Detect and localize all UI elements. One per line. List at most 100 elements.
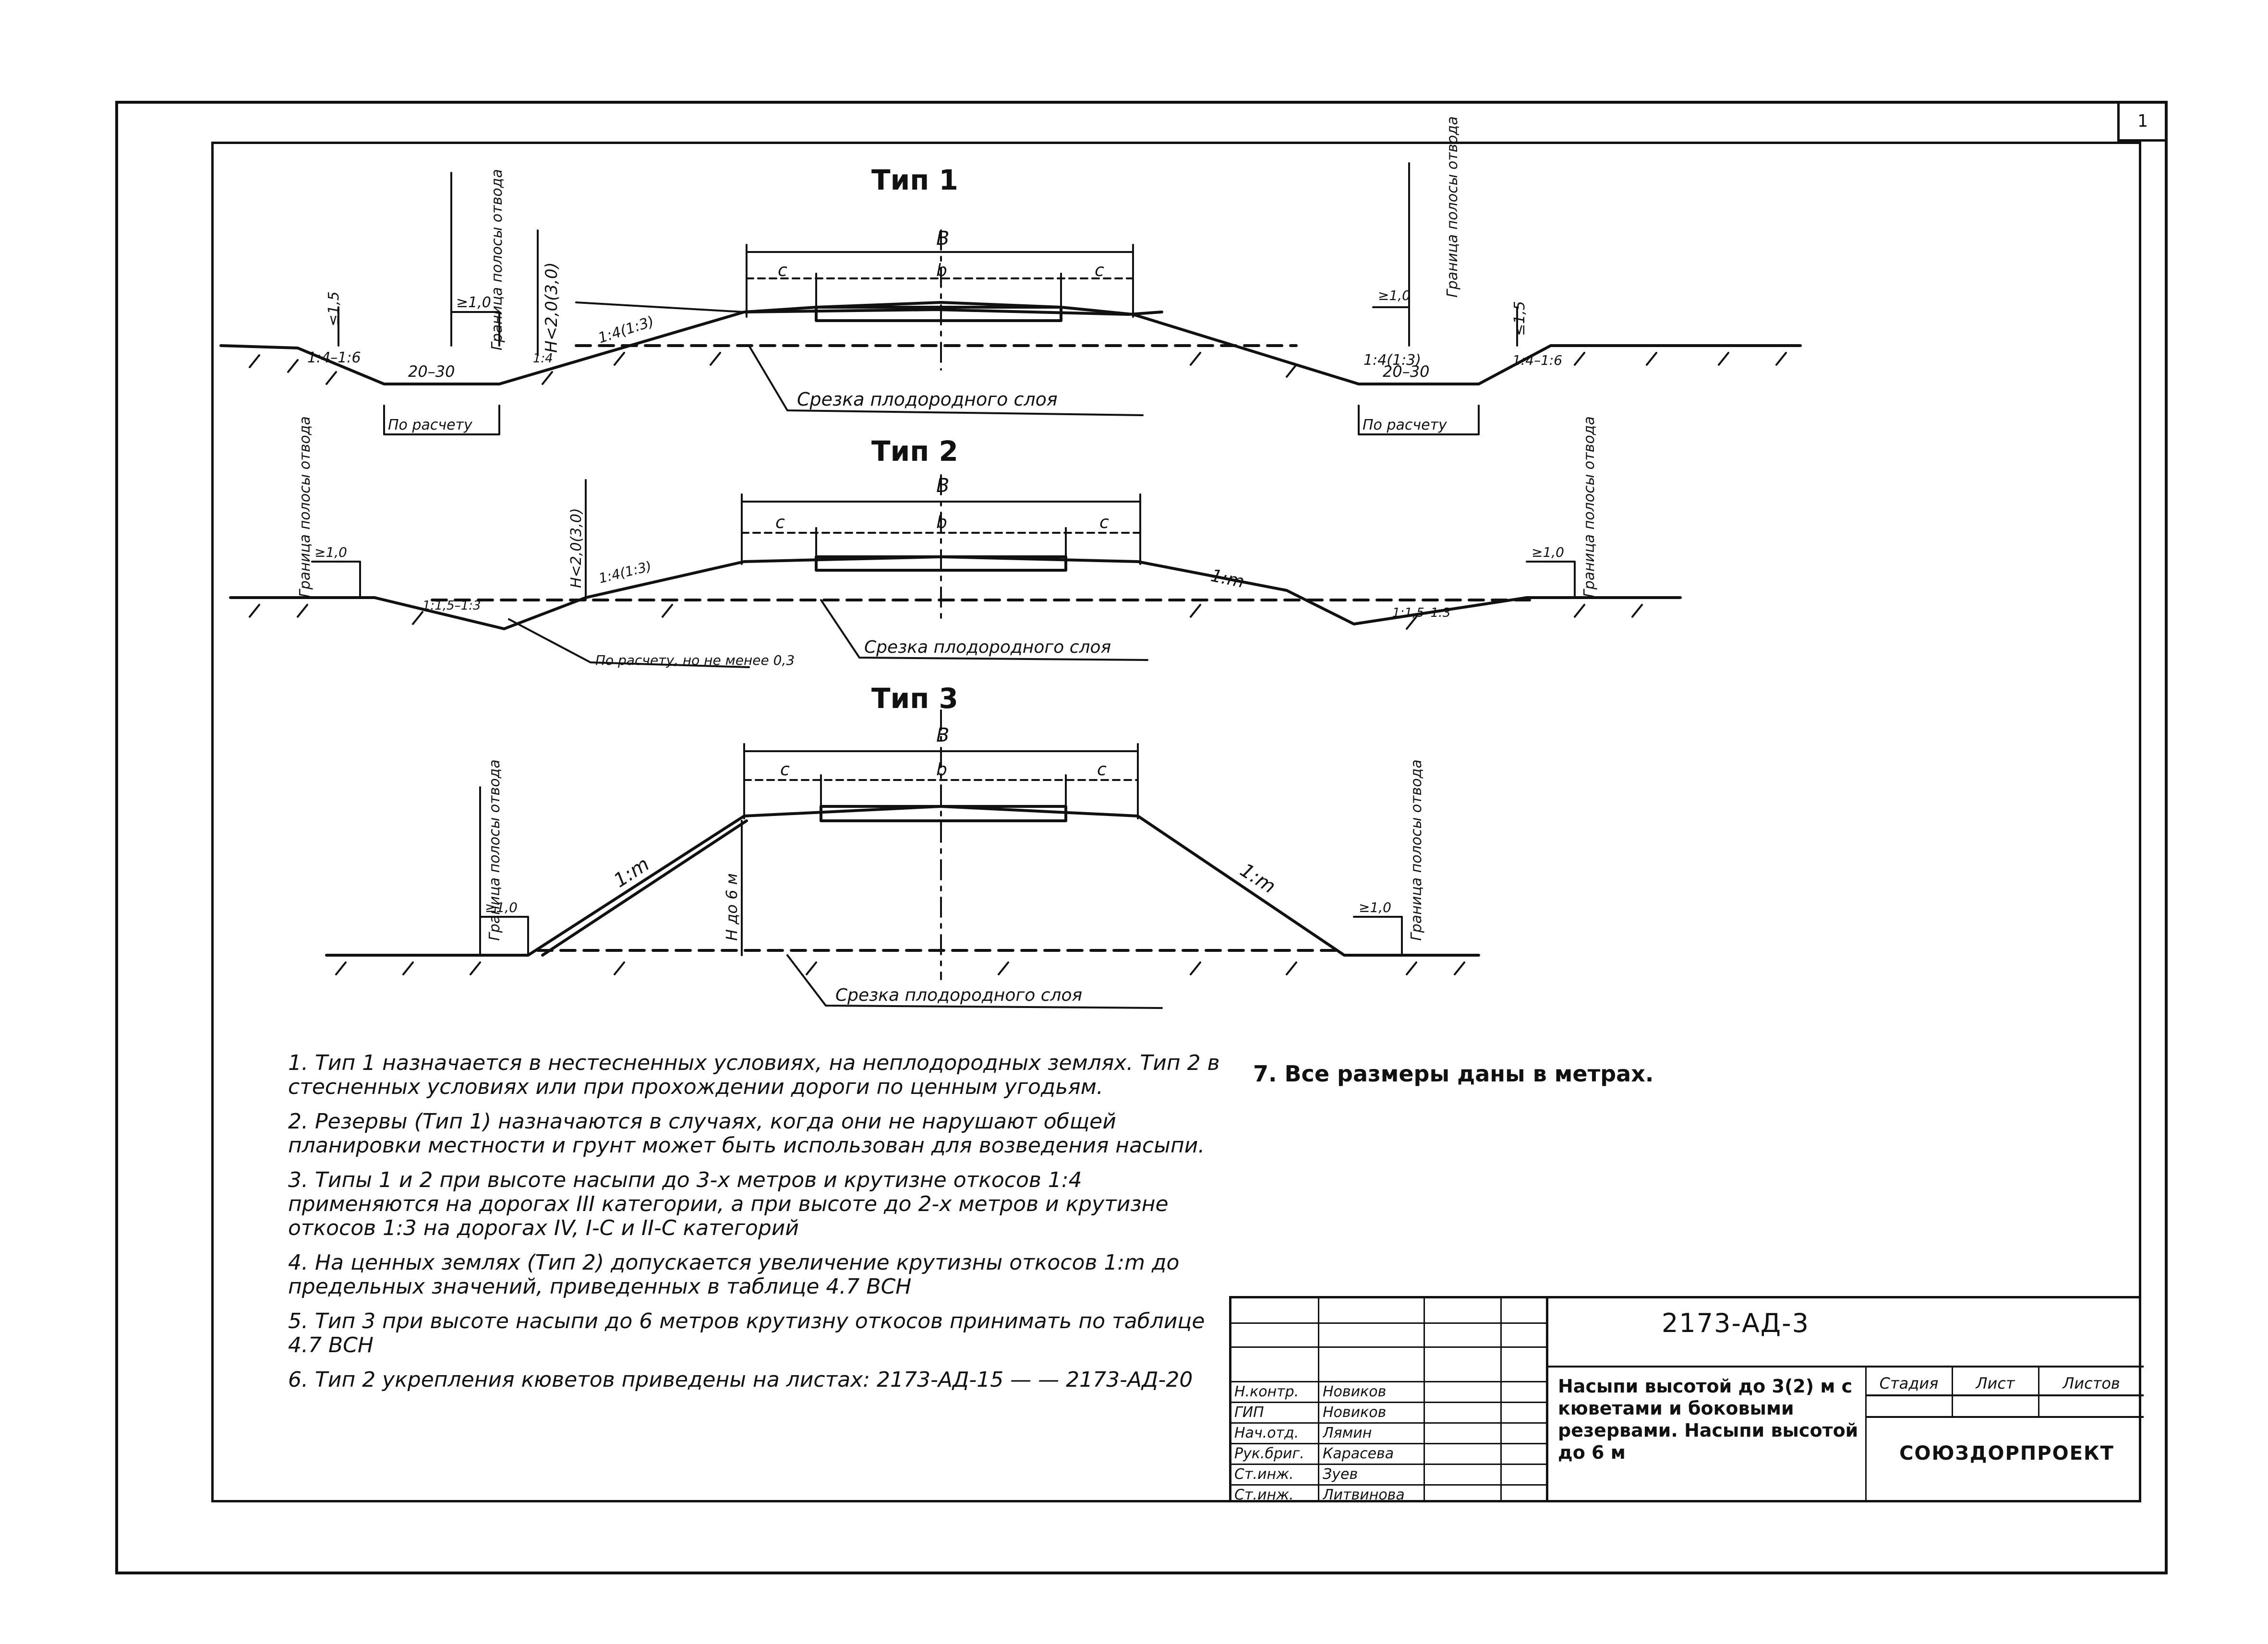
strip-label-2r: Граница полосы отвода [1581, 416, 1598, 598]
title-block: Н.контр. Новиков ГИП Новиков Нач.отд. Ля… [1229, 1296, 2144, 1503]
strip-marker [450, 311, 500, 347]
sig-name: Лямин [1323, 1425, 1372, 1441]
slope-1-5-1-3: 1:1,5–1:3 [422, 599, 481, 613]
by-calc-box [383, 405, 500, 435]
dim-c-left: с [778, 261, 787, 280]
strip-label-3l: Граница полосы отвода [486, 759, 503, 941]
ground-hatching [249, 352, 1787, 385]
dim-c-right: с [1095, 261, 1104, 280]
strip-label-3r: Граница полосы отвода [1408, 759, 1425, 941]
slope-1-m-2: 1:m [1209, 566, 1246, 592]
topsoil-leader [748, 345, 1144, 416]
type-2-title: Тип 2 [871, 435, 958, 468]
dim-b: b [936, 261, 947, 280]
range-20-30-right: 20–30 [1383, 362, 1429, 381]
sig-role: Нач.отд. [1234, 1425, 1299, 1441]
sig-name: Новиков [1323, 1404, 1387, 1421]
drawing-frame [211, 142, 2141, 1502]
ground-line [229, 555, 1682, 630]
ge-1-label-3r: ≥1,0 [1359, 900, 1391, 915]
note-2: 2. Резервы (Тип 1) назначаются в случаях… [288, 1109, 1205, 1158]
dim-b-2: b [936, 513, 947, 532]
sig-role: Ст.инж. [1234, 1487, 1294, 1503]
strip-marker [311, 561, 361, 599]
strip-marker [1526, 561, 1576, 599]
notes-block: 1. Тип 1 назначается в нестесненных усло… [288, 1051, 1224, 1403]
section-type-1 [219, 162, 1802, 435]
dim-b-3: b [936, 760, 947, 780]
topsoil-label-2: Срезка плодородного слоя [864, 637, 1111, 657]
outer-frame [115, 101, 2168, 1574]
sheet-header: Лист [1976, 1374, 2015, 1392]
note-3: 3. Типы 1 и 2 при высоте насыпи до 3-х м… [288, 1168, 1169, 1240]
dim-B-2: В [936, 475, 949, 497]
signature-row: Ст.инж. Литвинова [1231, 1484, 1546, 1505]
strip-marker [479, 916, 529, 956]
by-calc-box [1358, 405, 1480, 435]
ground-hatching [335, 961, 1465, 975]
by-calc-leader [508, 618, 750, 668]
sig-role: Ст.инж. [1234, 1466, 1294, 1483]
by-calc-min: По расчету, но не менее 0,3 [595, 652, 795, 668]
sig-blank-row [1231, 1346, 1546, 1367]
signature-row: Нач.отд. Лямин [1231, 1422, 1546, 1443]
signature-row: ГИП Новиков [1231, 1402, 1546, 1422]
pavement-layer [815, 306, 1062, 322]
slope-1-4: 1:4 [533, 351, 553, 366]
document-title: Насыпи высотой до 3(2) м с кюветами и бо… [1558, 1376, 1858, 1463]
sig-blank-row [1231, 1322, 1546, 1343]
note-7: 7. Все размеры даны в метрах. [1253, 1061, 1654, 1087]
by-calc-right: По расчету [1363, 417, 1448, 433]
signature-table: Н.контр. Новиков ГИП Новиков Нач.отд. Ля… [1231, 1298, 1548, 1503]
organization-name: СОЮЗДОРПРОЕКТ [1899, 1442, 2114, 1464]
strip-label-right: Граница полосы отвода [1444, 116, 1461, 298]
sig-name: Литвинова [1323, 1487, 1405, 1503]
sig-role: Рук.бриг. [1234, 1445, 1304, 1462]
sig-name: Новиков [1323, 1383, 1387, 1400]
slope-1-4-1-3-2: 1:4(1:3) [597, 558, 653, 587]
note-4: 4. На ценных землях (Тип 2) допускается … [288, 1250, 1180, 1299]
embankment-surface [743, 301, 1802, 385]
sig-name: Зуев [1323, 1466, 1358, 1483]
document-code: 2173-АД-3 [1662, 1308, 1810, 1338]
dim-c-right-3: с [1097, 760, 1107, 780]
embankment-slope-outline [541, 819, 748, 957]
dim-c-right-2: с [1099, 513, 1109, 532]
strip-marker [1353, 916, 1403, 956]
sheet-number: 1 [2117, 103, 2165, 142]
sheets-header: Листов [2063, 1374, 2120, 1392]
height-H-label-3: H до 6 м [723, 873, 741, 941]
ground-line [219, 308, 1163, 385]
strip-label-2l: Граница полосы отвода [297, 416, 314, 598]
sig-role: Н.контр. [1234, 1383, 1299, 1400]
dim-B-3: В [936, 724, 949, 746]
topsoil-label-1: Срезка плодородного слоя [797, 389, 1058, 410]
type-1-title: Тип 1 [871, 164, 958, 196]
ge-1-label: ≥1,0 [456, 294, 491, 311]
le-1-5-label: ≤1,5 [326, 291, 342, 326]
topsoil-leader [820, 599, 1148, 661]
dim-c-left-3: с [780, 760, 790, 780]
dim-c-left-2: с [775, 513, 785, 532]
note-5: 5. Тип 3 при высоте насыпи до 6 метров к… [288, 1309, 1205, 1357]
ground-hatching [249, 604, 1643, 630]
ge-1-label-3l: ≥1,0 [485, 900, 518, 915]
sig-name: Карасева [1323, 1445, 1394, 1462]
slope-1-4-1-6-left: 1:4–1:6 [307, 349, 361, 366]
signature-row: Ст.инж. Зуев [1231, 1464, 1546, 1484]
type-3-title: Тип 3 [871, 682, 958, 715]
stage-header: Стадия [1879, 1374, 1939, 1392]
height-H-label-2: H<2,0(3,0) [568, 508, 585, 588]
note-1: 1. Тип 1 назначается в нестесненных усло… [288, 1051, 1220, 1099]
slope-1-4-1-3-right: 1:4(1:3) [1363, 352, 1421, 369]
topsoil-leader [786, 954, 1163, 1009]
pavement-layer [820, 805, 1067, 822]
signature-row: Рук.бриг. Карасева [1231, 1443, 1546, 1464]
by-calc-left: По расчету [388, 417, 473, 433]
range-20-30-left: 20–30 [408, 362, 455, 381]
ge-1-label-right: ≥1,0 [1378, 288, 1411, 303]
slope-1-1-5-1-3: 1:1,5–1:3 [1392, 606, 1451, 620]
dim-B: В [936, 228, 949, 250]
leader-line [575, 301, 745, 313]
